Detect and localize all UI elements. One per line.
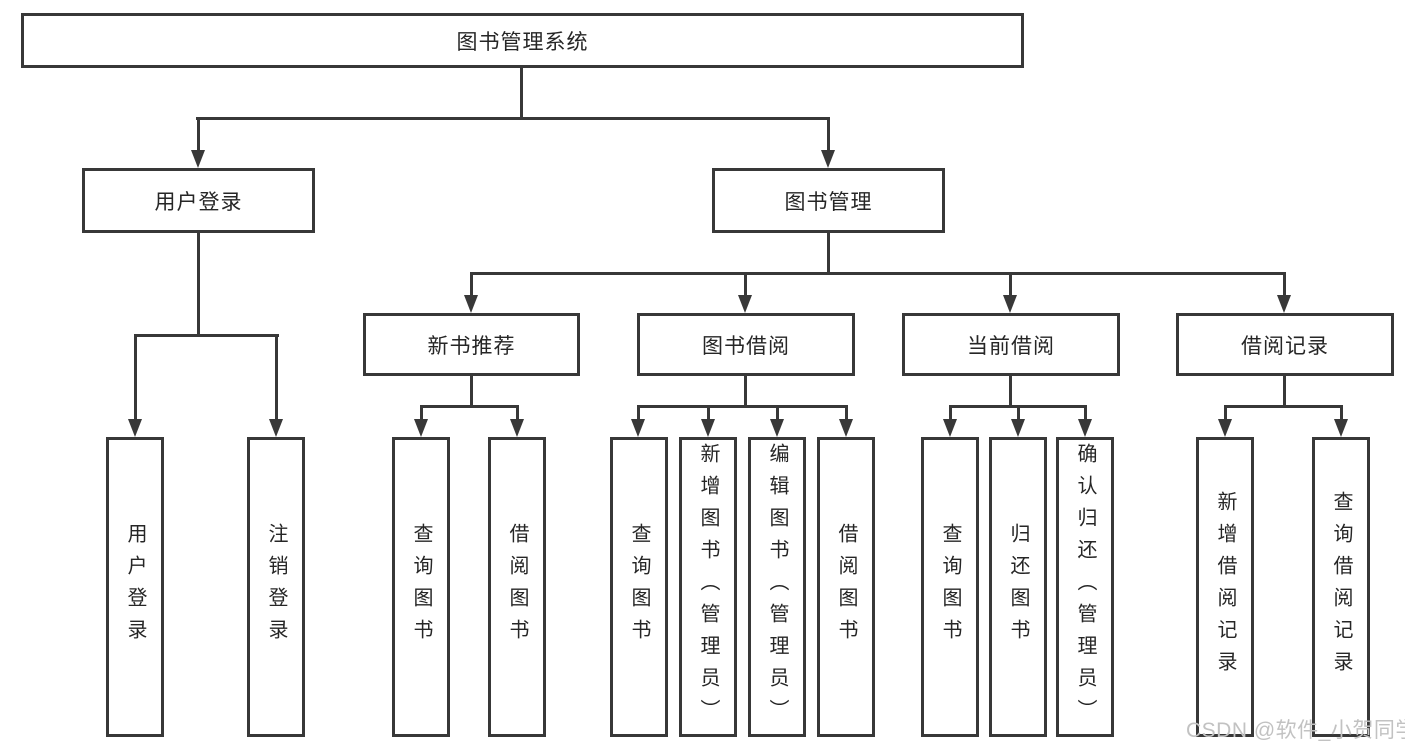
arrowhead-down-icon xyxy=(1334,419,1348,437)
arrowhead-down-icon xyxy=(701,419,715,437)
connector-line xyxy=(1224,405,1227,419)
node-borrow-records-label: 借阅记录 xyxy=(1241,334,1329,358)
arrowhead-down-icon xyxy=(510,419,524,437)
node-book-borrow-label: 图书借阅 xyxy=(702,334,790,358)
node-book-borrow: 图书借阅 xyxy=(637,313,855,376)
connector-line xyxy=(827,233,830,273)
connector-line xyxy=(420,405,423,419)
leaf-cb-return-book-label: 归还图书 xyxy=(1007,523,1029,651)
arrowhead-down-icon xyxy=(1011,419,1025,437)
connector-line xyxy=(845,405,848,419)
csdn-watermark: CSDN @软件_小贺同学 xyxy=(1186,719,1405,742)
connector-line xyxy=(827,117,830,150)
connector-line xyxy=(1283,376,1286,407)
arrowhead-down-icon xyxy=(1218,419,1232,437)
arrowhead-down-icon xyxy=(269,419,283,437)
leaf-bb-add-book-admin-label: 新增图书（管理员） xyxy=(697,443,719,731)
leaf-bb-query-book-label: 查询图书 xyxy=(628,523,650,651)
leaf-user-login: 用户登录 xyxy=(106,437,164,737)
arrowhead-down-icon xyxy=(839,419,853,437)
connector-line xyxy=(196,117,830,120)
leaf-bb-query-book: 查询图书 xyxy=(610,437,668,737)
leaf-bb-add-book-admin: 新增图书（管理员） xyxy=(679,437,737,737)
arrowhead-down-icon xyxy=(1277,295,1291,313)
leaf-bb-borrow-book: 借阅图书 xyxy=(817,437,875,737)
arrowhead-down-icon xyxy=(464,295,478,313)
leaf-user-login-label: 用户登录 xyxy=(124,523,146,651)
leaf-logout: 注销登录 xyxy=(247,437,305,737)
leaf-cb-confirm-return-admin-label: 确认归还（管理员） xyxy=(1074,443,1096,731)
leaf-bb-edit-book-admin-label: 编辑图书（管理员） xyxy=(766,443,788,731)
arrowhead-down-icon xyxy=(631,419,645,437)
connector-line xyxy=(637,405,640,419)
connector-line xyxy=(197,233,200,335)
arrowhead-down-icon xyxy=(738,295,752,313)
connector-line xyxy=(744,272,747,295)
leaf-cb-query-book-label: 查询图书 xyxy=(939,523,961,651)
connector-line xyxy=(1084,405,1087,419)
connector-line xyxy=(1009,376,1012,407)
node-book-management-label: 图书管理 xyxy=(784,190,873,214)
connector-line xyxy=(776,405,779,419)
connector-line xyxy=(134,334,137,419)
arrowhead-down-icon xyxy=(1003,295,1017,313)
leaf-rec-borrow-book: 借阅图书 xyxy=(488,437,546,737)
connector-line xyxy=(520,68,523,118)
node-root: 图书管理系统 xyxy=(21,13,1024,68)
leaf-logout-label: 注销登录 xyxy=(265,523,287,651)
leaf-cb-query-book: 查询图书 xyxy=(921,437,979,737)
leaf-cb-confirm-return-admin: 确认归还（管理员） xyxy=(1056,437,1114,737)
arrowhead-down-icon xyxy=(414,419,428,437)
node-book-management: 图书管理 xyxy=(712,168,945,233)
leaf-rec-borrow-book-label: 借阅图书 xyxy=(506,523,528,651)
connector-line xyxy=(744,376,747,407)
arrowhead-down-icon xyxy=(191,150,205,168)
connector-line xyxy=(420,405,519,408)
connector-line xyxy=(516,405,519,419)
leaf-br-add-record-label: 新增借阅记录 xyxy=(1214,491,1236,683)
arrowhead-down-icon xyxy=(943,419,957,437)
leaf-cb-return-book: 归还图书 xyxy=(989,437,1047,737)
node-new-book-recommend: 新书推荐 xyxy=(363,313,580,376)
connector-line xyxy=(275,334,278,419)
leaf-rec-query-book: 查询图书 xyxy=(392,437,450,737)
leaf-rec-query-book-label: 查询图书 xyxy=(410,523,432,651)
arrowhead-down-icon xyxy=(1078,419,1092,437)
connector-line xyxy=(197,117,200,150)
connector-line xyxy=(134,334,279,337)
connector-line xyxy=(637,405,848,408)
node-borrow-records: 借阅记录 xyxy=(1176,313,1394,376)
arrowhead-down-icon xyxy=(770,419,784,437)
connector-line xyxy=(1017,405,1020,419)
node-current-borrow-label: 当前借阅 xyxy=(967,334,1055,358)
leaf-br-query-record-label: 查询借阅记录 xyxy=(1330,491,1352,683)
connector-line xyxy=(707,405,710,419)
node-user-login: 用户登录 xyxy=(82,168,315,233)
connector-line xyxy=(470,272,1286,275)
arrowhead-down-icon xyxy=(821,150,835,168)
connector-line xyxy=(470,376,473,407)
connector-line xyxy=(1340,405,1343,419)
arrowhead-down-icon xyxy=(128,419,142,437)
connector-line xyxy=(1283,272,1286,295)
leaf-bb-borrow-book-label: 借阅图书 xyxy=(835,523,857,651)
leaf-br-add-record: 新增借阅记录 xyxy=(1196,437,1254,737)
connector-line xyxy=(1009,272,1012,295)
node-new-book-recommend-label: 新书推荐 xyxy=(427,334,516,358)
node-current-borrow: 当前借阅 xyxy=(902,313,1120,376)
node-user-login-label: 用户登录 xyxy=(154,190,243,214)
leaf-bb-edit-book-admin: 编辑图书（管理员） xyxy=(748,437,806,737)
leaf-br-query-record: 查询借阅记录 xyxy=(1312,437,1370,737)
node-root-label: 图书管理系统 xyxy=(456,30,589,54)
connector-line xyxy=(470,272,473,295)
connector-line xyxy=(949,405,952,419)
connector-line xyxy=(1224,405,1343,408)
